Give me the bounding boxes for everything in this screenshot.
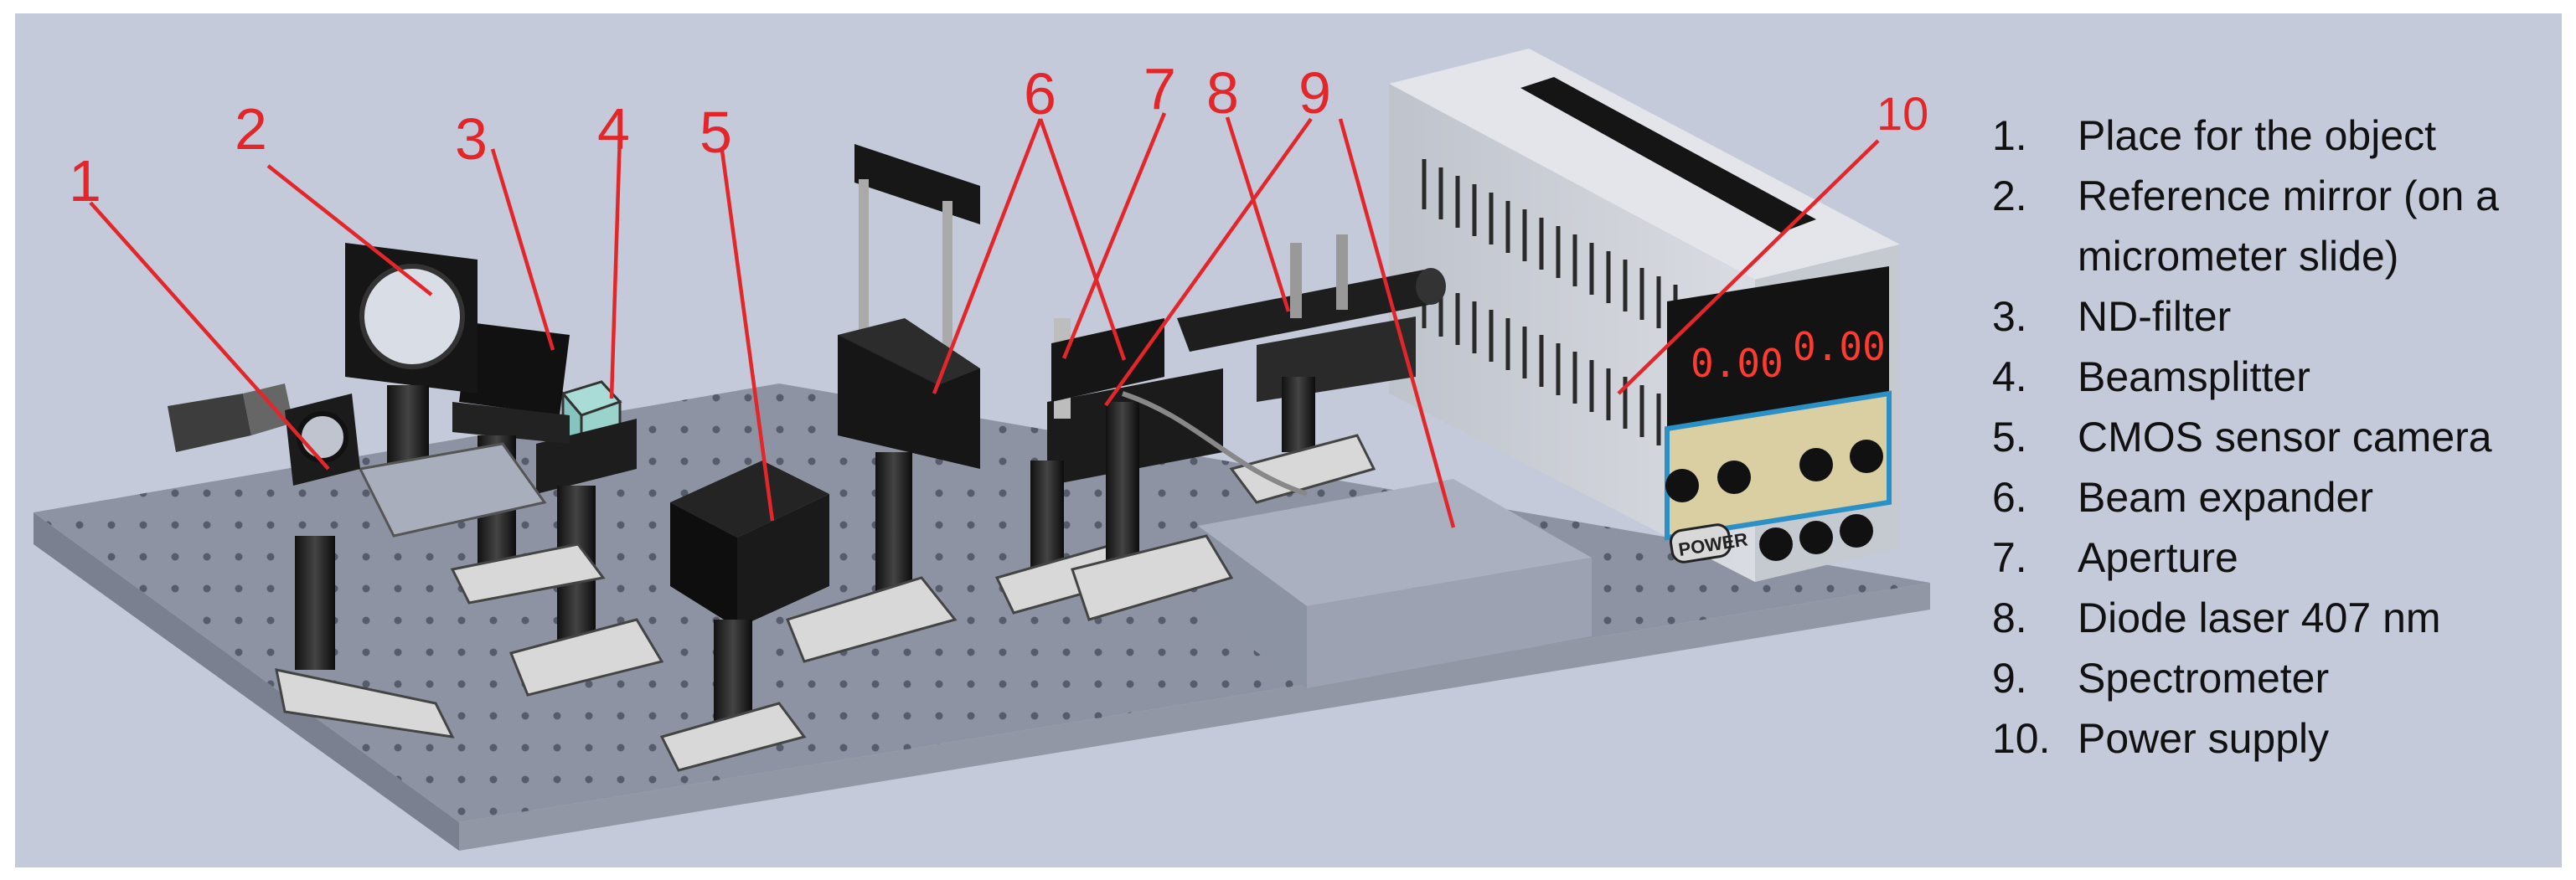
legend-text: ND-filter [2078, 293, 2232, 340]
legend-number: 2. [1992, 172, 2027, 219]
legend-number: 7. [1992, 534, 2027, 581]
callout-number-5: 5 [699, 100, 732, 165]
legend-item: 7. Aperture [1992, 527, 2570, 588]
callout-number-4: 4 [597, 96, 630, 162]
power-supply: 0.00 0.00 POWER [1389, 49, 1900, 582]
legend-number: 6. [1992, 474, 2027, 521]
legend-text: Beamsplitter [2078, 353, 2310, 400]
knob-icon [1665, 440, 1883, 502]
callouts: 1 2 3 4 5 6 7 8 9 10 [69, 56, 1928, 214]
reference-mirror [345, 243, 547, 538]
legend-text: Place for the object [2078, 112, 2437, 159]
callout-number-1: 1 [69, 148, 101, 214]
spectrometer-box [1198, 479, 1592, 688]
display-left-readout: 0.00 [1691, 341, 1784, 386]
legend-item: 9. Spectrometer [1992, 648, 2570, 708]
display-right-readout: 0.00 [1793, 324, 1886, 369]
legend-text: CMOS sensor camera [2078, 414, 2492, 461]
legend-text: Aperture [2078, 534, 2238, 581]
legend-item: 4. Beamsplitter [1992, 347, 2570, 407]
legend-text: Diode laser 407 nm [2078, 594, 2441, 641]
legend-number: 3. [1992, 293, 2027, 340]
beam-expander-lens-holder [1051, 318, 1234, 621]
power-button [1669, 523, 1732, 564]
legend-number: 1. [1992, 112, 2027, 159]
terminal-icon [1759, 514, 1873, 561]
legend-item: 6. Beam expander [1992, 467, 2570, 527]
legend-text: Reference mirror (on a micrometer slide) [2078, 172, 2499, 280]
diode-laser [1177, 234, 1446, 504]
callout-number-10: 10 [1877, 87, 1928, 140]
legend-text: Beam expander [2078, 474, 2374, 521]
callout-number-9: 9 [1298, 60, 1331, 126]
legend-item: 8. Diode laser 407 nm [1992, 588, 2570, 648]
cmos-camera [659, 461, 829, 772]
legend-number: 4. [1992, 353, 2027, 400]
legend-number: 5. [1992, 414, 2027, 461]
nd-filter [450, 322, 606, 605]
legend-number: 10. [1992, 715, 2051, 762]
object-holder [168, 383, 455, 738]
legend-text: Spectrometer [2078, 655, 2330, 702]
display-panel [1667, 266, 1889, 429]
legend-item: 5. CMOS sensor camera [1992, 407, 2570, 467]
callout-number-2: 2 [235, 96, 267, 162]
callout-number-6: 6 [1024, 61, 1056, 126]
callout-number-7: 7 [1143, 56, 1176, 121]
legend-number: 8. [1992, 594, 2027, 641]
legend-number: 9. [1992, 655, 2027, 702]
callout-number-3: 3 [455, 106, 488, 172]
legend-item: 2. Reference mirror (on a micrometer slid… [1992, 166, 2570, 286]
legend-item: 10. Power supply [1992, 708, 2570, 769]
legend-item: 3. ND-filter [1992, 286, 2570, 347]
callout-number-8: 8 [1206, 60, 1239, 126]
legend-text: Power supply [2078, 715, 2330, 762]
legend: 1. Place for the object 2. Reference mirro… [1992, 105, 2570, 769]
leader-lines [89, 112, 1880, 528]
legend-item: 1. Place for the object [1992, 105, 2570, 166]
